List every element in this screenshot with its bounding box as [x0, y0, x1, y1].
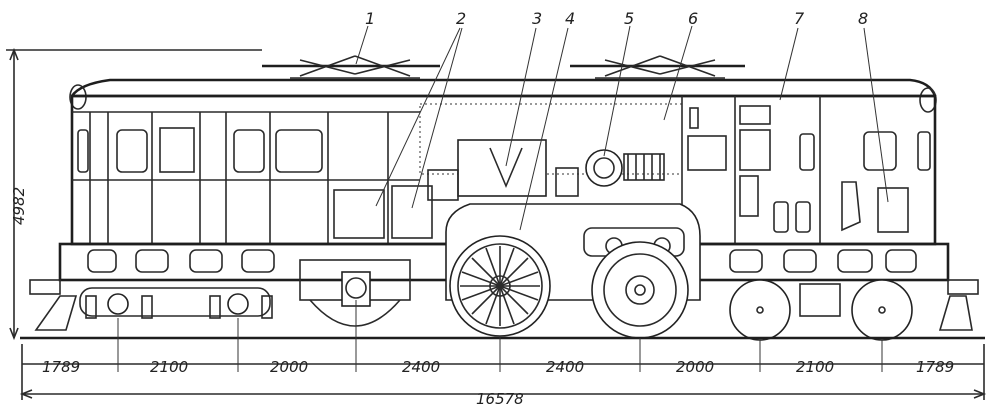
callout-leaders: [355, 25, 889, 231]
total-length-label: 16578: [476, 390, 524, 408]
callout-2: 2: [456, 9, 466, 28]
callout-1: 1: [365, 9, 375, 28]
segment-label-6: 2000: [676, 358, 714, 376]
segment-label-7: 2100: [796, 358, 834, 376]
driving-wheel-left: [449, 235, 551, 337]
segment-dimension-line: [21, 300, 985, 400]
callout-8: 8: [858, 9, 868, 28]
car-body: [70, 94, 937, 246]
callout-5: 5: [624, 9, 634, 28]
callout-3: 3: [532, 9, 542, 28]
segment-label-4: 2400: [402, 358, 440, 376]
equipment: [333, 107, 909, 239]
driving-wheel-right: [591, 241, 689, 339]
segment-label-5: 2400: [546, 358, 584, 376]
pantograph-front: [262, 55, 440, 79]
segment-label-2: 2100: [150, 358, 188, 376]
height-dimension: [6, 47, 262, 341]
segment-label-1: 1789: [42, 358, 80, 376]
pantograph-rear: [570, 55, 745, 79]
callout-7: 7: [794, 9, 805, 28]
height-label: 4982: [10, 187, 28, 225]
callout-6: 6: [688, 9, 698, 28]
segment-label-8: 1789: [916, 358, 954, 376]
segment-label-3: 2000: [270, 358, 308, 376]
callout-4: 4: [565, 9, 575, 28]
total-dimension-line: [19, 389, 987, 399]
